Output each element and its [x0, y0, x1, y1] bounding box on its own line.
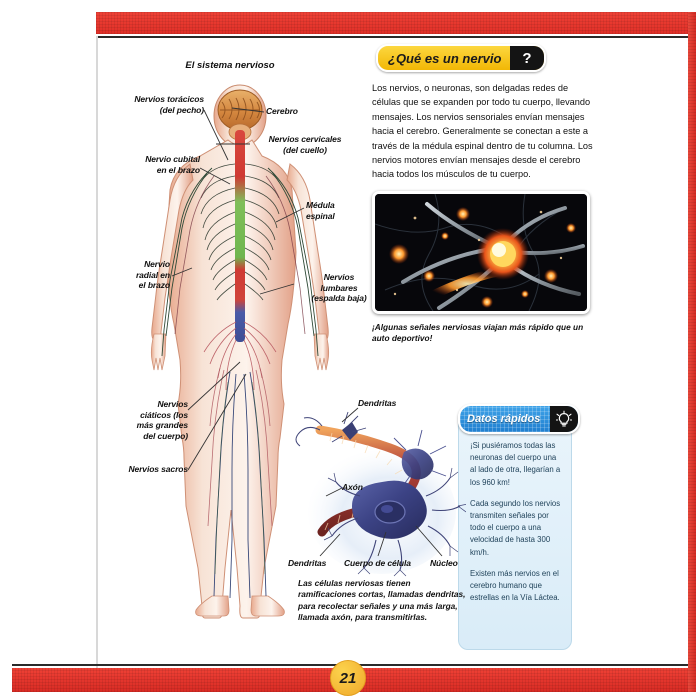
neuron-photo-art — [375, 193, 587, 311]
neuron-photo — [372, 190, 590, 314]
question-mark-icon: ? — [510, 46, 544, 70]
neuron-leader-lines — [319, 407, 443, 557]
label-nervio-radial: Nervio radial en el brazo — [135, 259, 170, 291]
label-nervios-sacros: Nervios sacros — [128, 464, 188, 474]
fast-facts-title: Datos rápidos — [467, 413, 541, 425]
label-cerebro: Cerebro — [266, 106, 298, 116]
label-nervios-ciaticos: Nervios ciáticos (los más grandes del cu… — [136, 399, 188, 441]
article-paragraph: Los nervios, o neuronas, son delgadas re… — [372, 83, 593, 180]
label-cuerpo-de-celula: Cuerpo de célula — [344, 558, 411, 568]
photo-caption: ¡Algunas señales nerviosas viajan más rá… — [372, 321, 584, 344]
fast-fact-item: Existen más nervios en el cerebro humano… — [470, 568, 560, 603]
nervous-system-figure: El sistema nervioso — [100, 44, 367, 644]
fast-facts-list: ¡Si pusiéramos todas las neuronas del cu… — [470, 440, 562, 613]
top-red-border — [96, 12, 688, 34]
label-nervios-cervicales: Nervios cervicales (del cuello) — [268, 134, 342, 155]
fast-fact-item: ¡Si pusiéramos todas las neuronas del cu… — [470, 441, 561, 487]
human-body-illustration — [150, 84, 330, 619]
right-red-border — [688, 12, 696, 692]
label-nervios-lumbares: Nervios lumbares (espalda baja) — [311, 272, 367, 304]
label-leader-lines — [171, 107, 305, 471]
fast-fact-item: Cada segundo los nervios transmiten seña… — [470, 498, 561, 557]
neuron-cell-illustration — [295, 411, 469, 577]
fast-facts-header: Datos rápidos — [458, 404, 580, 434]
label-dendritas-top: Dendritas — [358, 398, 397, 408]
neuron-caption: Las células nerviosas tienen ramificacio… — [298, 578, 466, 623]
label-nucleo: Núcleo — [430, 558, 458, 568]
label-nervio-cubital: Nervio cubital en el brazo — [145, 154, 200, 175]
article-column: ¿Qué es un nervio ? Los nervios, o neuro… — [372, 44, 602, 345]
section-banner: ¿Qué es un nervio ? — [376, 44, 546, 72]
label-medula-espinal: Médula espinal — [306, 200, 335, 221]
label-axon: Axón — [342, 482, 363, 492]
page-number: 21 — [330, 660, 366, 696]
neuron-cell-figure: Dendritas Axón Dendritas Cuerpo de célul… — [286, 398, 469, 590]
label-nervios-toracicos: Nervios torácicos (del pecho) — [134, 94, 204, 115]
fast-facts-box — [458, 416, 572, 650]
diagram-title: El sistema nervioso — [185, 60, 275, 71]
label-dendritas-bottom: Dendritas — [288, 558, 327, 568]
top-rule — [96, 36, 688, 38]
lightbulb-icon — [550, 406, 578, 432]
section-title: ¿Qué es un nervio — [388, 50, 502, 66]
left-rule — [96, 36, 98, 668]
